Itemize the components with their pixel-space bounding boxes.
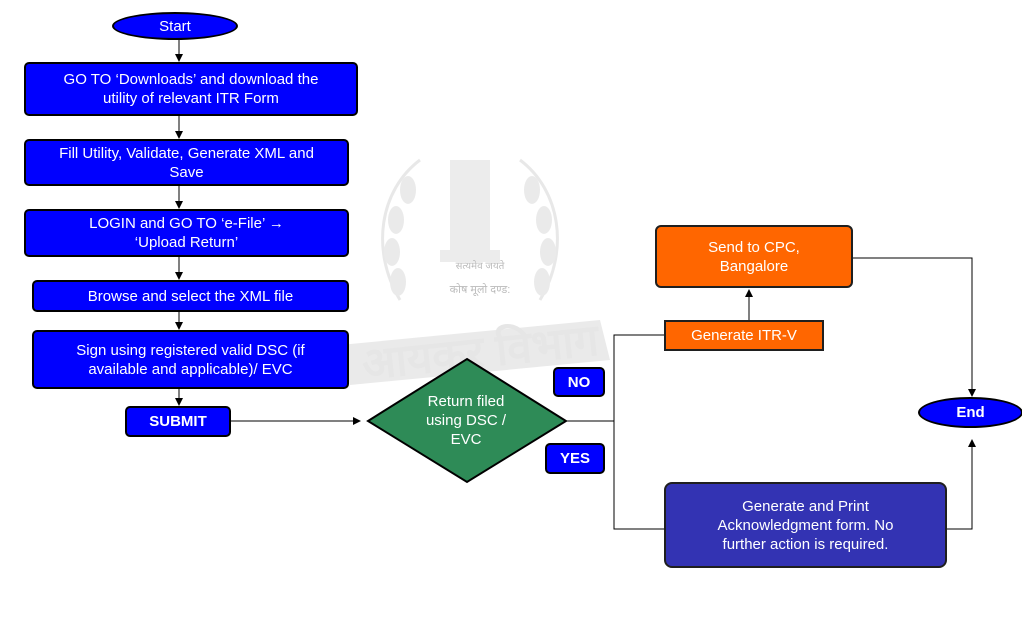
arrow-cpc-end xyxy=(853,257,976,397)
yes-label: YES xyxy=(545,443,605,474)
arrow-ack-end xyxy=(947,439,976,530)
download-step: GO TO ‘Downloads’ and download the utili… xyxy=(24,62,358,116)
watermark-motto-top: सत्यमेव जयते xyxy=(455,261,505,272)
emblem-watermark xyxy=(340,158,610,385)
send-cpc-step: Send to CPC, Bangalore xyxy=(655,225,853,288)
decision-diamond xyxy=(366,357,568,484)
line-branch-ack xyxy=(613,421,664,530)
start-node: Start xyxy=(112,12,238,40)
fill-utility-step: Fill Utility, Validate, Generate XML and… xyxy=(24,139,349,186)
watermark-motto-bottom: कोष मूलो दण्ड: xyxy=(449,284,511,296)
line-branch-itrv xyxy=(613,334,664,421)
generate-ack-step: Generate and Print Acknowledgment form. … xyxy=(664,482,947,568)
submit-step: SUBMIT xyxy=(125,406,231,437)
browse-step: Browse and select the XML file xyxy=(32,280,349,312)
no-label: NO xyxy=(553,367,605,397)
end-node: End xyxy=(918,397,1022,428)
decision-label: Return filed using DSC / EVC xyxy=(425,393,507,448)
generate-itrv-step: Generate ITR-V xyxy=(664,320,824,351)
login-step: LOGIN and GO TO ‘e-File’ → ‘Upload Retur… xyxy=(24,209,349,257)
sign-step: Sign using registered valid DSC (if avai… xyxy=(32,330,349,389)
